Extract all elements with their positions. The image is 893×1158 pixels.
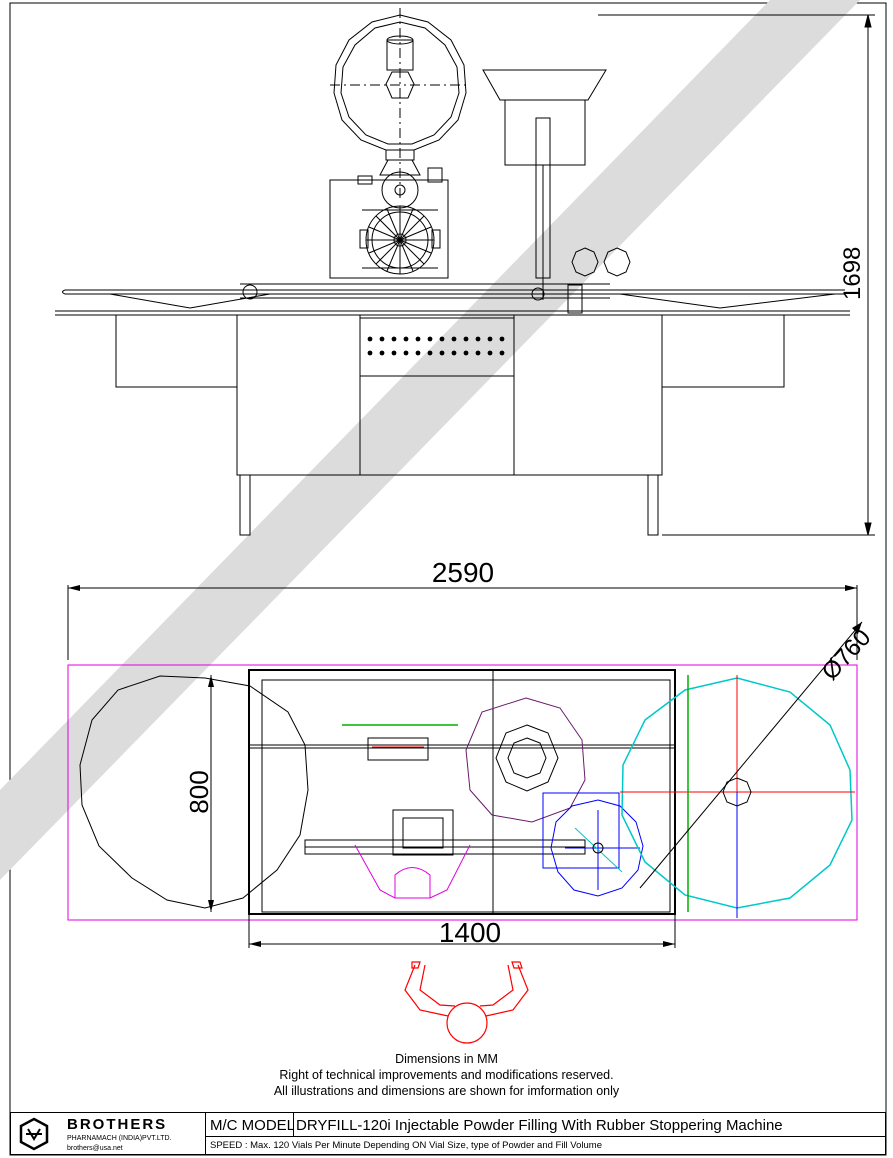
table-length-dimension: 1400 <box>439 917 501 948</box>
overall-length-dimension: 2590 <box>432 557 494 588</box>
front-elevation <box>55 8 875 536</box>
company-name: PHARNAMACH (INDIA)PVT.LTD. <box>67 1135 172 1142</box>
height-dimension: 1698 <box>839 247 866 300</box>
star-wheel <box>550 799 644 897</box>
model-label-cell: M/C MODEL <box>205 1112 296 1137</box>
model-value: DRYFILL-120i Injectable Powder Filling W… <box>296 1117 783 1134</box>
speed-text: SPEED : Max. 120 Vials Per Minute Depend… <box>210 1140 602 1151</box>
company-email: brothers@usa.net <box>67 1145 123 1152</box>
plan-view <box>67 585 863 948</box>
speed-cell: SPEED : Max. 120 Vials Per Minute Depend… <box>205 1136 886 1155</box>
brothers-logo-icon <box>19 1117 49 1151</box>
note-rights: Right of technical improvements and modi… <box>279 1068 614 1082</box>
title-block-logo-cell: BROTHERS PHARNAMACH (INDIA)PVT.LTD. brot… <box>10 1112 206 1155</box>
sheet-border <box>9 2 887 1156</box>
note-disclaimer: All illustrations and dimensions are sho… <box>273 1084 620 1098</box>
infeed-turntable <box>79 675 309 909</box>
model-value-cell: DRYFILL-120i Injectable Powder Filling W… <box>293 1112 886 1137</box>
operator-figure <box>404 961 529 1044</box>
note-units: Dimensions in MM <box>395 1052 498 1066</box>
stopper-bowl <box>465 697 586 823</box>
watermark <box>0 0 860 880</box>
model-label: M/C MODEL <box>210 1117 296 1134</box>
turntable-diameter-dimension: Ø760 <box>817 624 877 685</box>
table-width-dimension: 800 <box>184 770 214 813</box>
brand-name: BROTHERS <box>67 1116 168 1133</box>
